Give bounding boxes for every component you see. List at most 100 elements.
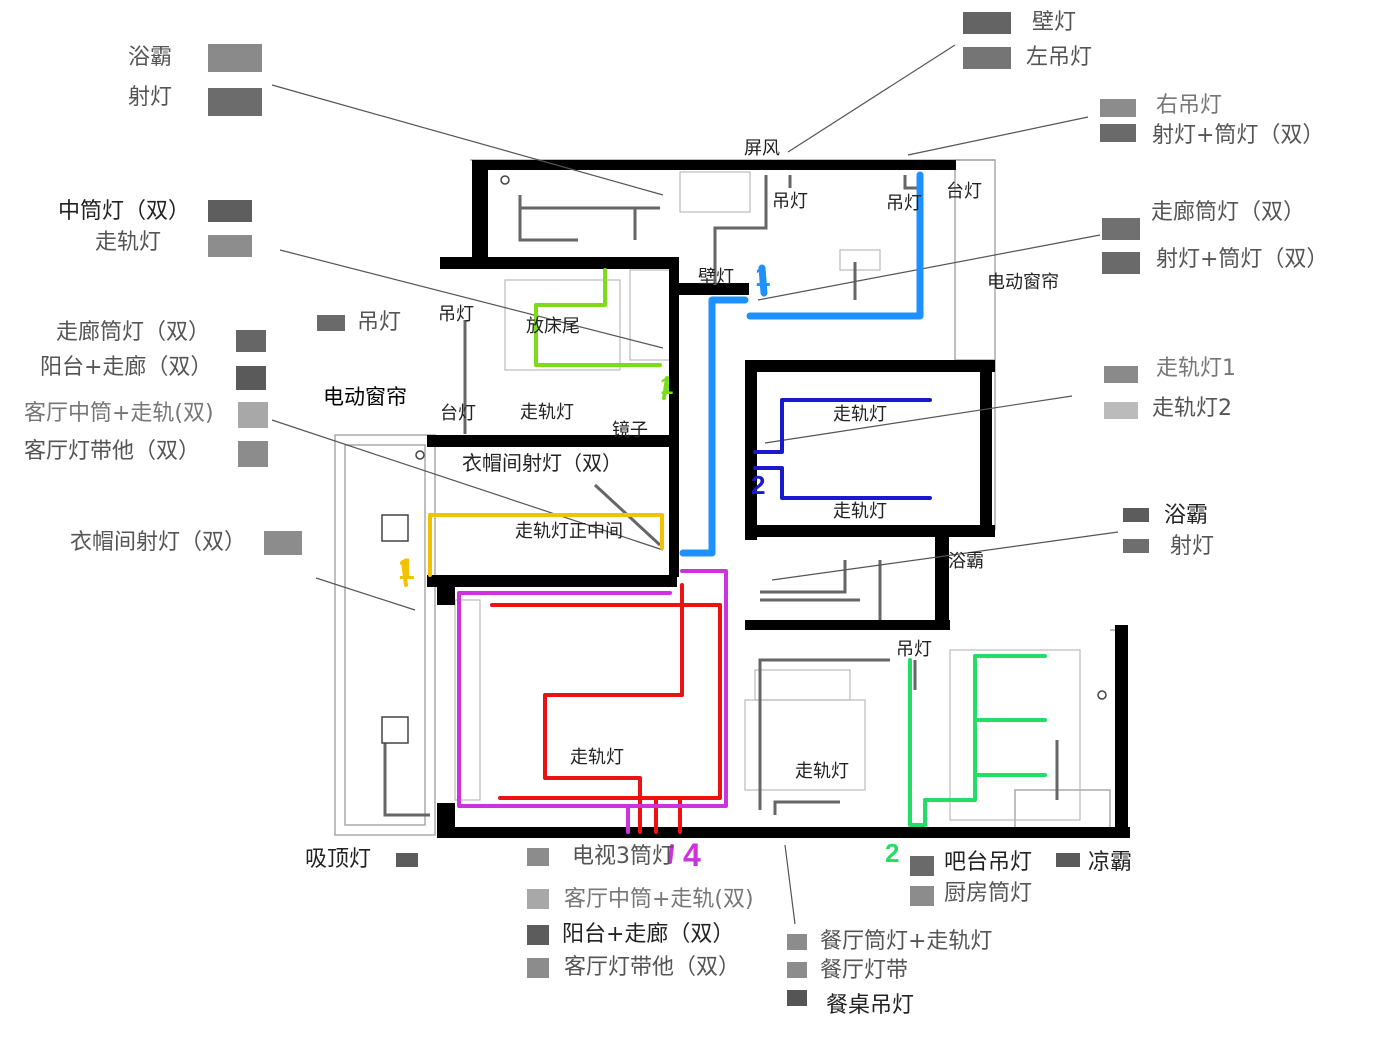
legend-liangba-label: 凉霸 [1088, 850, 1133, 875]
mark-1-blue: 1 [755, 261, 771, 292]
legend-xiding-swatch [396, 853, 418, 867]
room-diandong-chuanglian: 电动窗帘 [987, 272, 1059, 293]
room-zouguideng-room-top: 走轨灯 [833, 404, 887, 425]
room-zouguideng-dining: 走轨灯 [795, 761, 849, 782]
circuit-green [908, 654, 1047, 827]
legend-shedeng-tongdeng-top-label: 射灯+筒灯（双） [1152, 123, 1325, 148]
legend-you-diaodeng-swatch [1100, 99, 1136, 117]
legend-liangba-swatch [1056, 853, 1080, 867]
room-diaodeng-1: 吊灯 [772, 191, 808, 212]
circuit-yellow [401, 513, 664, 587]
room-zouguideng-room-bottom: 走轨灯 [833, 501, 887, 522]
legend-bataidiaodeng-label: 吧台吊灯 [944, 850, 1033, 875]
legend-zouguideng2-swatch [1104, 402, 1138, 419]
circuit-blue-dark [753, 398, 932, 500]
legend-xiding-label: 吸顶灯 [305, 847, 372, 872]
legend-yuba-label: 浴霸 [128, 45, 173, 70]
legend-zoulang-tongdeng-right-label: 走廊筒灯（双） [1151, 200, 1306, 225]
room-yuba: 浴霸 [948, 551, 984, 572]
legend-yimaojian-label: 衣帽间射灯（双） [70, 530, 247, 555]
legend-electric-curtain-label: 电动窗帘 [323, 385, 407, 409]
legend-canting-tongdeng-label: 餐厅筒灯+走轨灯 [820, 929, 993, 954]
room-jingzi: 镜子 [612, 420, 648, 441]
room-diaodeng-left: 吊灯 [438, 304, 474, 325]
legend-keting-zhongtong-left-label: 客厅中筒+走轨(双) [24, 401, 214, 426]
legend-canting-tongdeng-swatch [787, 934, 807, 950]
legend-shedeng-tongdeng-right-swatch [1102, 252, 1140, 274]
legend-yuba-swatch [208, 44, 262, 72]
legend-yangtai-zoulang-bottom-label: 阳台+走廊（双） [562, 922, 735, 947]
legend-canting-dengdai-label: 餐厅灯带 [820, 958, 909, 983]
mark-1-yellow: 1 [398, 553, 415, 586]
legend-shedeng-right-label: 射灯 [1170, 534, 1215, 559]
legend-keting-zhongtong-left-swatch [238, 402, 268, 428]
legend-keting-dengdai-left-swatch [238, 441, 268, 467]
legend-zouguideng1-label: 走轨灯1 [1156, 356, 1236, 381]
room-taideng-top: 台灯 [946, 181, 982, 202]
legend-chufang-tongdeng-label: 厨房筒灯 [944, 881, 1033, 906]
legend-zoulang-tongdeng-left-swatch [236, 330, 266, 352]
leader-lines [271, 44, 1119, 925]
legend-yangtai-zoulang-left-swatch [236, 366, 266, 390]
legend-canzhuo-diaodeng-swatch [787, 990, 807, 1006]
legend-zoulang-tongdeng-left-label: 走廊筒灯（双） [56, 320, 211, 345]
legend-keting-dengdai-left-label: 客厅灯带他（双） [24, 439, 201, 464]
legend-keting-dengdai-bottom-swatch [527, 958, 549, 978]
mark-1-lime: 1 [660, 373, 674, 400]
legend-dianshi-swatch [527, 848, 549, 866]
legend-bideng-label: 壁灯 [1032, 10, 1077, 35]
legend-you-diaodeng-label: 右吊灯 [1156, 93, 1223, 118]
legend-zouguideng2-label: 走轨灯2 [1152, 396, 1232, 421]
legend-zuo-diaodeng-label: 左吊灯 [1026, 45, 1093, 70]
legend-zuo-diaodeng-swatch [963, 47, 1011, 69]
mark-2-blue: 2 [751, 470, 766, 500]
circuit-magenta [457, 569, 728, 864]
legend-zhong-tongdeng-swatch [208, 200, 252, 222]
legend-shedeng-tongdeng-top-swatch [1100, 124, 1136, 142]
room-pingfeng: 屏风 [744, 138, 780, 159]
legend-dianshi-label: 电视3筒灯 [572, 844, 674, 869]
legend-diaodeng-swatch [317, 315, 345, 331]
circuit-blue-light [679, 171, 924, 557]
legend-bataidiaodeng-swatch [910, 856, 934, 876]
mark-4-magenta: 4 [683, 837, 701, 873]
room-zouguideng-zhengzhongjian: 走轨灯正中间 [515, 521, 623, 542]
circuit-red [490, 583, 722, 834]
legend-diaodeng-label: 吊灯 [357, 310, 402, 335]
wire-lines [383, 175, 1059, 817]
legend-yimaojian-swatch [264, 531, 302, 555]
circuit-lime [534, 268, 669, 400]
room-bideng: 壁灯 [698, 267, 734, 288]
room-taideng-left: 台灯 [440, 403, 476, 424]
legend-keting-dengdai-bottom-label: 客厅灯带他（双） [564, 955, 741, 980]
room-diaodeng-2: 吊灯 [886, 193, 922, 214]
legend-shedeng-right-swatch [1123, 539, 1149, 553]
legend-shedeng-label: 射灯 [128, 85, 173, 110]
legend-zoulang-tongdeng-right-swatch [1102, 218, 1140, 240]
legend-shedeng-swatch [208, 88, 262, 116]
legend-keting-zhongtong-bottom-label: 客厅中筒+走轨(双) [564, 887, 754, 912]
legend-zhong-tongdeng-label: 中筒灯（双） [58, 199, 191, 224]
room-yimaojian-shedeng: 衣帽间射灯（双） [462, 451, 622, 475]
room-zouguideng-living: 走轨灯 [570, 747, 624, 768]
furniture [454, 171, 1081, 821]
thick-walls [427, 160, 1130, 838]
legend-shedeng-tongdeng-right-label: 射灯+筒灯（双） [1156, 247, 1329, 272]
legend-canting-dengdai-swatch [787, 962, 807, 978]
room-fang-chuangwei: 放床尾 [526, 316, 580, 337]
legend-bideng-swatch [963, 12, 1011, 34]
legend-yangtai-zoulang-left-label: 阳台+走廊（双） [40, 355, 213, 380]
room-zouguideng-left: 走轨灯 [520, 402, 574, 423]
legend-canzhuo-diaodeng-label: 餐桌吊灯 [826, 993, 915, 1018]
room-diaodeng-dining: 吊灯 [896, 639, 932, 660]
legend-keting-zhongtong-bottom-swatch [527, 889, 549, 909]
legend-yuba-right-label: 浴霸 [1164, 503, 1209, 528]
legend-zouguideng-swatch [208, 235, 252, 257]
legend-chufang-tongdeng-swatch [910, 886, 934, 906]
fixtures [381, 175, 1107, 744]
legend-zouguideng1-swatch [1104, 366, 1138, 383]
legend-zouguideng-label: 走轨灯 [95, 230, 162, 255]
legend-yangtai-zoulang-bottom-swatch [527, 925, 549, 945]
mark-2-green: 2 [885, 838, 900, 868]
